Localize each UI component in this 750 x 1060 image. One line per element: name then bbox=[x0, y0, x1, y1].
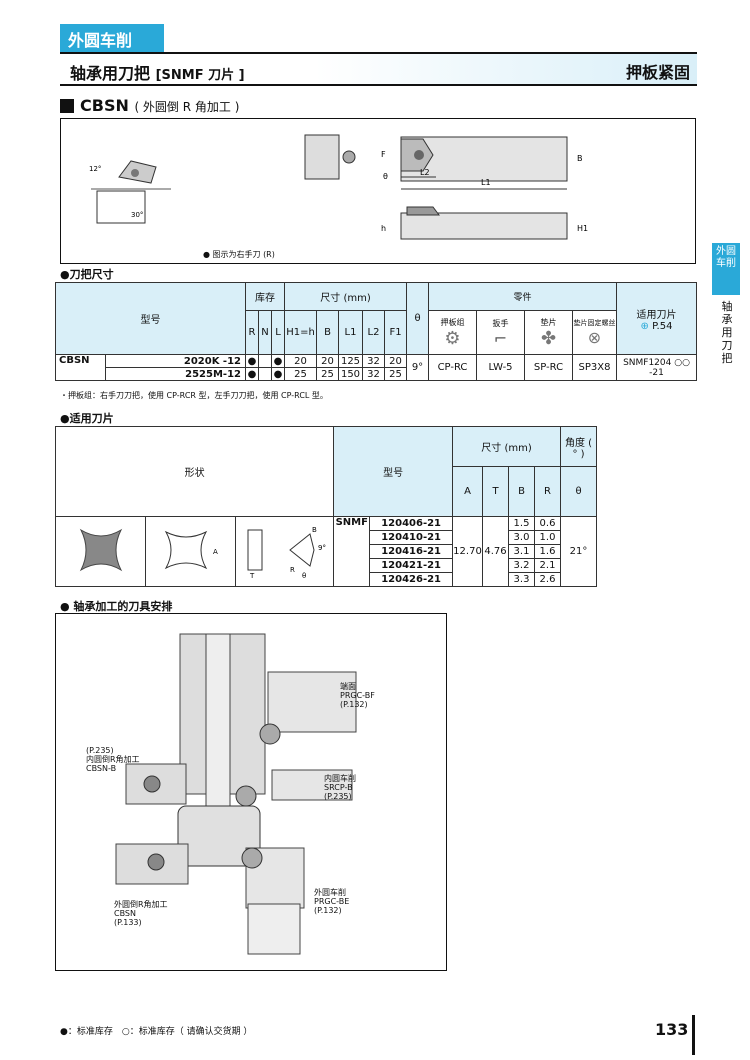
side-category-tab: 外圆车削 bbox=[712, 243, 740, 295]
inserts-table: 形状 型号 尺寸 (mm) 角度 ( ° ) A T B R θ A T B R… bbox=[54, 426, 597, 587]
col-shape: 形状 bbox=[54, 426, 335, 517]
svg-text:θ: θ bbox=[302, 572, 306, 580]
holder-drawing: 12° 30° L2 L1 B F θ h H1 bbox=[89, 134, 588, 240]
svg-text:9°: 9° bbox=[318, 544, 326, 552]
inserts-heading: ●适用刀片 bbox=[60, 412, 114, 425]
col-insert: 适用刀片 ⊕ P.54 bbox=[616, 282, 697, 355]
arrangement-drawing bbox=[115, 633, 357, 955]
arrangement-heading: ● 轴承加工的刀具安排 bbox=[60, 600, 173, 613]
svg-text:T: T bbox=[249, 572, 255, 580]
svg-text:L2: L2 bbox=[420, 168, 430, 177]
part-shim: 垫片✤ bbox=[524, 310, 573, 355]
section-marker bbox=[60, 99, 74, 113]
section-title: CBSN ( 外圆倒 R 角加工 ) bbox=[80, 96, 240, 115]
svg-text:F: F bbox=[381, 150, 386, 159]
part-screw: 垫片固定螺丝⊗ bbox=[572, 310, 617, 355]
insert-side-view: T B R θ 9° bbox=[234, 516, 335, 587]
col-dim: 尺寸 (mm) bbox=[452, 426, 561, 467]
shim-icon: ✤ bbox=[540, 327, 557, 349]
svg-text:H1: H1 bbox=[577, 224, 588, 233]
insert-top-view: A bbox=[145, 516, 236, 587]
clamp-type: 押板紧固 bbox=[625, 63, 690, 82]
stock-legend: ●：标准库存 ○：标准库存（ 请确认交货期 ） bbox=[60, 1027, 253, 1037]
col-model: 型号 bbox=[333, 426, 453, 517]
holder-heading: ●刀把尺寸 bbox=[60, 268, 114, 281]
holder-figure: 12° 30° L2 L1 B F θ h H1 ● 图示为右手刀 (R) bbox=[60, 118, 696, 264]
page-bar bbox=[692, 1015, 695, 1055]
col-theta: θ bbox=[406, 282, 429, 355]
wrench-icon: ⌐ bbox=[493, 328, 508, 348]
svg-text:h: h bbox=[381, 224, 386, 233]
figure-note: ● 图示为右手刀 (R) bbox=[203, 250, 275, 259]
part-wrench: 扳手⌐ bbox=[476, 310, 525, 355]
holder-note: ・押板组：右手刀刀把，使用 CP-RCR 型，左手刀刀把，使用 CP-RCL 型… bbox=[60, 391, 328, 400]
angle-label: 30° bbox=[131, 211, 143, 219]
insert-top-view-icon: A bbox=[164, 530, 218, 570]
page-title: 轴承用刀把 [SNMF 刀片 ] bbox=[70, 64, 245, 83]
page-number: 133 bbox=[655, 1020, 689, 1039]
svg-text:B: B bbox=[312, 526, 317, 534]
svg-text:θ: θ bbox=[383, 172, 388, 181]
table-row: A T B R θ 9° SNMF 120406-21 12.70 4.76 1… bbox=[55, 516, 597, 587]
angle-label: 12° bbox=[89, 165, 101, 173]
insert-photo bbox=[55, 516, 146, 587]
col-parts: 零件 bbox=[428, 282, 617, 311]
col-stock: 库存 bbox=[245, 282, 285, 311]
col-angle: 角度 ( ° ) bbox=[560, 426, 597, 467]
svg-text:R: R bbox=[290, 566, 295, 574]
title-bar bbox=[60, 52, 697, 86]
svg-text:L1: L1 bbox=[481, 178, 491, 187]
svg-text:B: B bbox=[577, 154, 583, 163]
screw-icon: ⊗ bbox=[587, 328, 602, 347]
category-tab: 外圆车削 bbox=[60, 24, 164, 52]
insert-side-view-icon: T B R θ 9° bbox=[247, 526, 326, 580]
holder-table: 型号 库存 尺寸 (mm) θ 零件 适用刀片 ⊕ P.54 R N L H1=… bbox=[55, 282, 697, 381]
side-category-text: 轴承用刀把 bbox=[721, 300, 733, 365]
clamp-icon: ⚙ bbox=[444, 327, 461, 349]
col-dim: 尺寸 (mm) bbox=[284, 282, 407, 311]
part-clamp: 押板组⚙ bbox=[428, 310, 477, 355]
svg-text:A: A bbox=[213, 548, 218, 556]
col-model: 型号 bbox=[55, 282, 246, 355]
insert-photo-icon bbox=[79, 528, 122, 572]
